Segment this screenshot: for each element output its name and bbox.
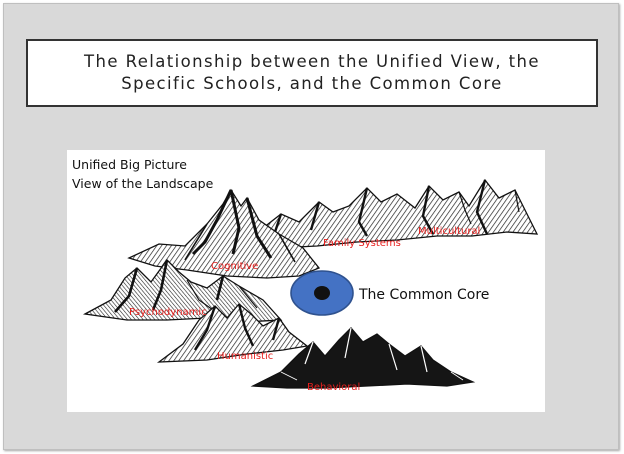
label-common-core: The Common Core [358,287,489,303]
unified-view-line-1: Unified Big Picture [72,157,187,172]
mountain-psychodynamic [82,259,283,323]
label-cognitive: Cognitive [211,261,258,272]
slide: The Relationship between the Unified Vie… [3,3,619,450]
landscape-diagram: Unified Big Picture View of the Landscap… [67,150,545,412]
label-family-systems: Family Systems [323,238,401,249]
unified-view-label: Unified Big Picture View of the Landscap… [72,155,213,193]
slide-title: The Relationship between the Unified Vie… [84,51,540,95]
title-line-2: Specific Schools, and the Common Core [121,74,503,93]
landscape-drawing: Family Systems Multicultural Cognitive P… [82,178,539,393]
title-box: The Relationship between the Unified Vie… [26,39,598,107]
label-psychodynamic: Psychodynamic [129,307,207,318]
label-humanistic: Humanistic [217,351,273,362]
label-behavioral: Behavioral [307,382,360,393]
mountain-behavioral [250,327,476,389]
common-core-eye [290,270,354,316]
unified-view-line-2: View of the Landscape [72,176,214,191]
mountain-cognitive [127,188,321,279]
title-line-1: The Relationship between the Unified Vie… [84,52,540,71]
label-multicultural: Multicultural [418,226,480,237]
mountain-range-family-multicultural [215,178,539,249]
mountain-humanistic [156,303,309,363]
